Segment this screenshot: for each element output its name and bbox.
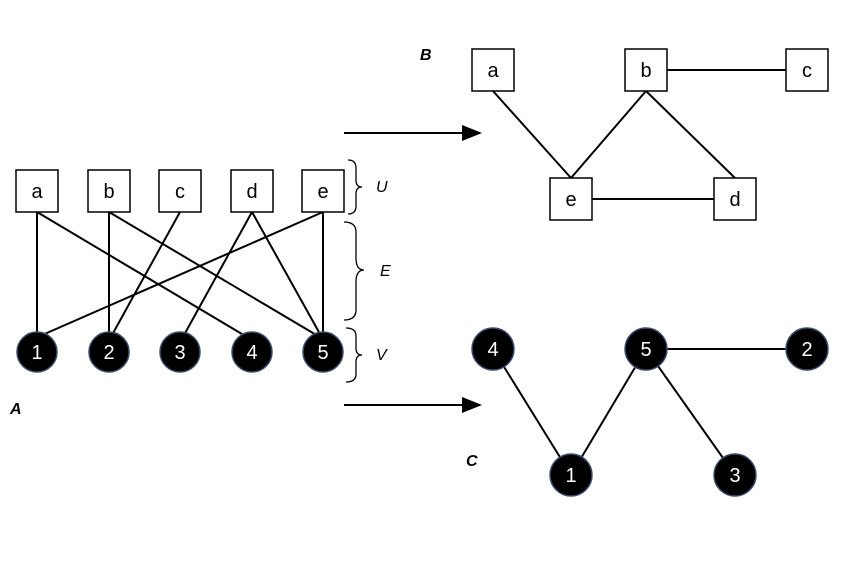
c-node-5: 5: [624, 327, 668, 371]
c-node-5-label: 5: [640, 339, 651, 361]
panel-label-c: C: [466, 453, 478, 470]
edge-b-a-e: [492, 90, 572, 179]
brace-u: [347, 159, 363, 215]
edge-b-5: [108, 211, 319, 337]
c-node-2-label: 2: [801, 339, 812, 361]
u-node-c: c: [158, 169, 202, 213]
edge-c-2: [111, 211, 181, 336]
v-node-4-label: 4: [246, 342, 257, 364]
b-node-e-label: e: [565, 189, 576, 211]
b-node-e: e: [549, 177, 593, 221]
u-node-e-label: e: [317, 181, 328, 203]
edge-d-3: [183, 211, 253, 336]
b-node-a-label: a: [487, 60, 499, 82]
v-node-3: 3: [159, 331, 201, 373]
u-node-b-label: b: [103, 181, 114, 203]
panel-a-v-nodes: 1 2 3 4 5: [16, 331, 344, 373]
b-node-c: c: [785, 48, 829, 92]
u-node-c-label: c: [175, 181, 185, 203]
edge-b-b-e: [570, 90, 647, 179]
c-node-1-label: 1: [565, 465, 576, 487]
set-braces: [343, 159, 365, 383]
edge-d-5: [251, 211, 321, 335]
set-label-u: U: [376, 179, 388, 196]
c-node-2: 2: [785, 327, 829, 371]
brace-e: [343, 221, 365, 321]
panel-c-nodes: 4 5 2 1 3: [471, 327, 829, 497]
v-node-2: 2: [88, 331, 130, 373]
c-node-4-label: 4: [487, 339, 498, 361]
set-label-e: E: [380, 263, 391, 280]
panel-b-edges: [492, 69, 786, 200]
edge-c-5-3: [645, 348, 736, 476]
b-node-a: a: [471, 48, 515, 92]
b-node-b-label: b: [640, 60, 651, 82]
b-node-d-label: d: [729, 189, 740, 211]
set-label-v: V: [376, 347, 388, 364]
u-node-d-label: d: [246, 181, 257, 203]
edge-b-b-d: [645, 90, 736, 179]
v-node-2-label: 2: [103, 342, 114, 364]
panel-label-a: A: [9, 401, 22, 418]
c-node-4: 4: [471, 327, 515, 371]
panel-label-b: B: [420, 47, 432, 64]
v-node-3-label: 3: [174, 342, 185, 364]
b-node-d: d: [713, 177, 757, 221]
b-node-c-label: c: [802, 60, 812, 82]
v-node-5-label: 5: [317, 342, 328, 364]
panel-c-edges: [492, 348, 807, 476]
c-node-1: 1: [549, 453, 593, 497]
u-node-b: b: [87, 169, 131, 213]
u-node-a-label: a: [31, 181, 43, 203]
v-node-1-label: 1: [31, 342, 42, 364]
u-node-e: e: [301, 169, 345, 213]
edge-e-1: [39, 211, 324, 337]
edge-c-1-5: [570, 348, 647, 476]
panel-a-u-nodes: a b c d e: [15, 169, 345, 213]
edge-c-4-1: [492, 348, 572, 476]
c-node-3: 3: [713, 453, 757, 497]
b-node-b: b: [624, 48, 668, 92]
v-node-4: 4: [231, 331, 273, 373]
brace-v: [345, 327, 363, 383]
panel-b-nodes: a b c e d: [471, 48, 829, 221]
u-node-d: d: [230, 169, 274, 213]
v-node-1: 1: [16, 331, 58, 373]
v-node-5: 5: [302, 331, 344, 373]
u-node-a: a: [15, 169, 59, 213]
c-node-3-label: 3: [729, 465, 740, 487]
panel-a-edges: [36, 211, 324, 341]
